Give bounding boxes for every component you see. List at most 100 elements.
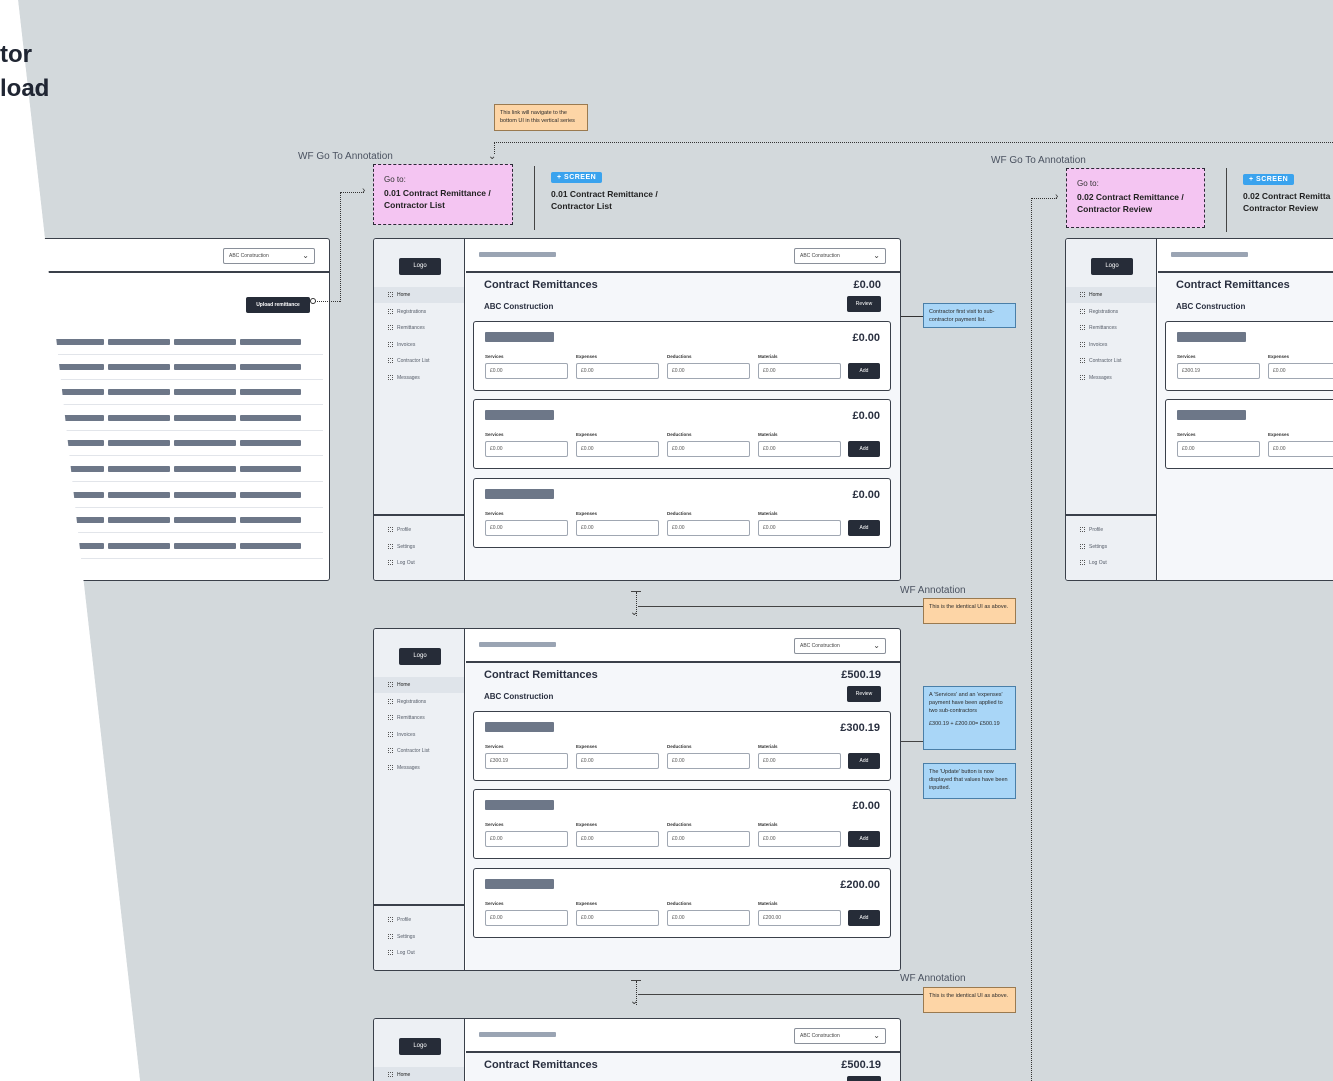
services-input[interactable]: £300.19 [1177, 363, 1260, 379]
nav-item-home[interactable]: Home [374, 1067, 464, 1081]
logo[interactable]: Logo [399, 648, 441, 665]
nav-item-invoices[interactable]: Invoices [374, 727, 464, 743]
connector-line [340, 192, 364, 193]
services-input[interactable]: £0.00 [485, 441, 568, 457]
services-input[interactable]: £0.00 [485, 520, 568, 536]
arrow-down-icon: ⌄ [630, 996, 639, 1007]
nav-item-remittances[interactable]: Remittances [374, 710, 464, 726]
nav-item-settings[interactable]: Settings [374, 929, 464, 945]
nav-icon [388, 950, 393, 956]
nav-item-contractor-list[interactable]: Contractor List [374, 353, 464, 369]
deductions-input[interactable]: £0.00 [667, 753, 750, 769]
logo[interactable]: Logo [1091, 258, 1133, 275]
nav-item-home[interactable]: Home [374, 677, 464, 693]
nav-item-log-out[interactable]: Log Out [374, 555, 464, 571]
arrow-down-icon: ⌄ [630, 607, 639, 618]
nav-item-settings[interactable]: Settings [374, 539, 464, 555]
company-select[interactable]: ABC Construction ⌄ [794, 638, 886, 654]
expenses-input[interactable]: £0.00 [576, 831, 659, 847]
total-amount: £500.19 [841, 1059, 881, 1071]
nav-item-home[interactable]: Home [1066, 287, 1156, 303]
materials-input[interactable]: £0.00 [758, 753, 841, 769]
nav-icon [1080, 527, 1085, 533]
add-button[interactable]: Add [848, 831, 880, 847]
table-row[interactable] [31, 405, 323, 431]
nav-item-profile[interactable]: Profile [1066, 522, 1156, 538]
table-row[interactable] [31, 329, 323, 355]
sidebar: Logo Home Registrations Remittances Invo… [374, 239, 465, 580]
materials-input[interactable]: £0.00 [758, 363, 841, 379]
nav-item-registrations[interactable]: Registrations [1066, 304, 1156, 320]
goto-box-0-01[interactable]: Go to: 0.01 Contract Remittance / Contra… [373, 164, 513, 225]
logo[interactable]: Logo [399, 1038, 441, 1055]
logo[interactable]: Logo [399, 258, 441, 275]
company-select[interactable]: ABC Construction ⌄ [794, 248, 886, 264]
table-row[interactable] [31, 507, 323, 533]
contractor-name-placeholder [485, 879, 554, 889]
add-button[interactable]: Add [848, 363, 880, 379]
company-select[interactable]: ABC Construction ⌄ [794, 1028, 886, 1044]
nav-item-messages[interactable]: Messages [1066, 370, 1156, 386]
nav-item-profile[interactable]: Profile [374, 912, 464, 928]
nav-item-remittances[interactable]: Remittances [1066, 320, 1156, 336]
deductions-input[interactable]: £0.00 [667, 363, 750, 379]
nav-item-home[interactable]: Home [374, 287, 464, 303]
review-button[interactable] [847, 1076, 881, 1081]
company-select[interactable]: ABC Construction ⌄ [223, 248, 315, 264]
materials-input[interactable]: £200.00 [758, 910, 841, 926]
nav-item-log-out[interactable]: Log Out [1066, 555, 1156, 571]
deductions-input[interactable]: £0.00 [667, 520, 750, 536]
nav-item-messages[interactable]: Messages [374, 370, 464, 386]
table-row[interactable] [31, 482, 323, 508]
add-button[interactable]: Add [848, 520, 880, 536]
review-button[interactable]: Review [847, 686, 881, 702]
expenses-input[interactable]: £0.00 [576, 753, 659, 769]
expenses-input[interactable]: £0.00 [576, 910, 659, 926]
nav-item-remittances[interactable]: Remittances [374, 320, 464, 336]
deductions-input[interactable]: £0.00 [667, 441, 750, 457]
services-input[interactable]: £0.00 [485, 363, 568, 379]
materials-input[interactable]: £0.00 [758, 520, 841, 536]
materials-input[interactable]: £0.00 [758, 441, 841, 457]
note-vertical-series: This link will navigate to the bottom UI… [494, 104, 588, 131]
expenses-input[interactable]: £0.00 [576, 520, 659, 536]
table-row[interactable] [31, 430, 323, 456]
services-input[interactable]: £0.00 [485, 831, 568, 847]
deductions-input[interactable]: £0.00 [667, 831, 750, 847]
nav-item-contractor-list[interactable]: Contractor List [374, 743, 464, 759]
materials-input[interactable]: £0.00 [758, 831, 841, 847]
upload-remittance-button[interactable]: Upload remittance [246, 297, 310, 313]
nav-item-contractor-list[interactable]: Contractor List [1066, 353, 1156, 369]
expenses-input[interactable]: £0.00 [1268, 363, 1333, 379]
nav-item-settings[interactable]: Settings [1066, 539, 1156, 555]
services-input[interactable]: £0.00 [1177, 441, 1260, 457]
nav-item-invoices[interactable]: Invoices [374, 337, 464, 353]
table-row[interactable] [31, 456, 323, 482]
table-row[interactable] [31, 354, 323, 380]
nav-icon [1080, 342, 1085, 348]
services-input[interactable]: £300.19 [485, 753, 568, 769]
nav-item-messages[interactable]: Messages [374, 760, 464, 776]
services-input[interactable]: £0.00 [485, 910, 568, 926]
nav-item-registrations[interactable]: Registrations [374, 304, 464, 320]
nav-item-log-out[interactable]: Log Out [374, 945, 464, 961]
nav-icon [388, 375, 393, 381]
goto-box-0-02[interactable]: Go to: 0.02 Contract Remittance / Contra… [1066, 168, 1205, 228]
connector-line [901, 316, 923, 317]
deductions-input[interactable]: £0.00 [667, 910, 750, 926]
add-button[interactable]: Add [848, 910, 880, 926]
add-button[interactable]: Add [848, 441, 880, 457]
screen-header-0-01: + SCREEN 0.01 Contract Remittance / Cont… [534, 166, 658, 230]
table-row[interactable] [31, 379, 323, 405]
table-row[interactable] [31, 533, 323, 559]
nav-item-invoices[interactable]: Invoices [1066, 337, 1156, 353]
nav-item-registrations[interactable]: Registrations [374, 694, 464, 710]
nav-item-profile[interactable]: Profile [374, 522, 464, 538]
add-button[interactable]: Add [848, 753, 880, 769]
nav-icon [388, 699, 393, 705]
expenses-input[interactable]: £0.00 [576, 363, 659, 379]
expenses-input[interactable]: £0.00 [1268, 441, 1333, 457]
expenses-input[interactable]: £0.00 [576, 441, 659, 457]
transition-line [636, 981, 637, 1005]
review-button[interactable]: Review [847, 296, 881, 312]
